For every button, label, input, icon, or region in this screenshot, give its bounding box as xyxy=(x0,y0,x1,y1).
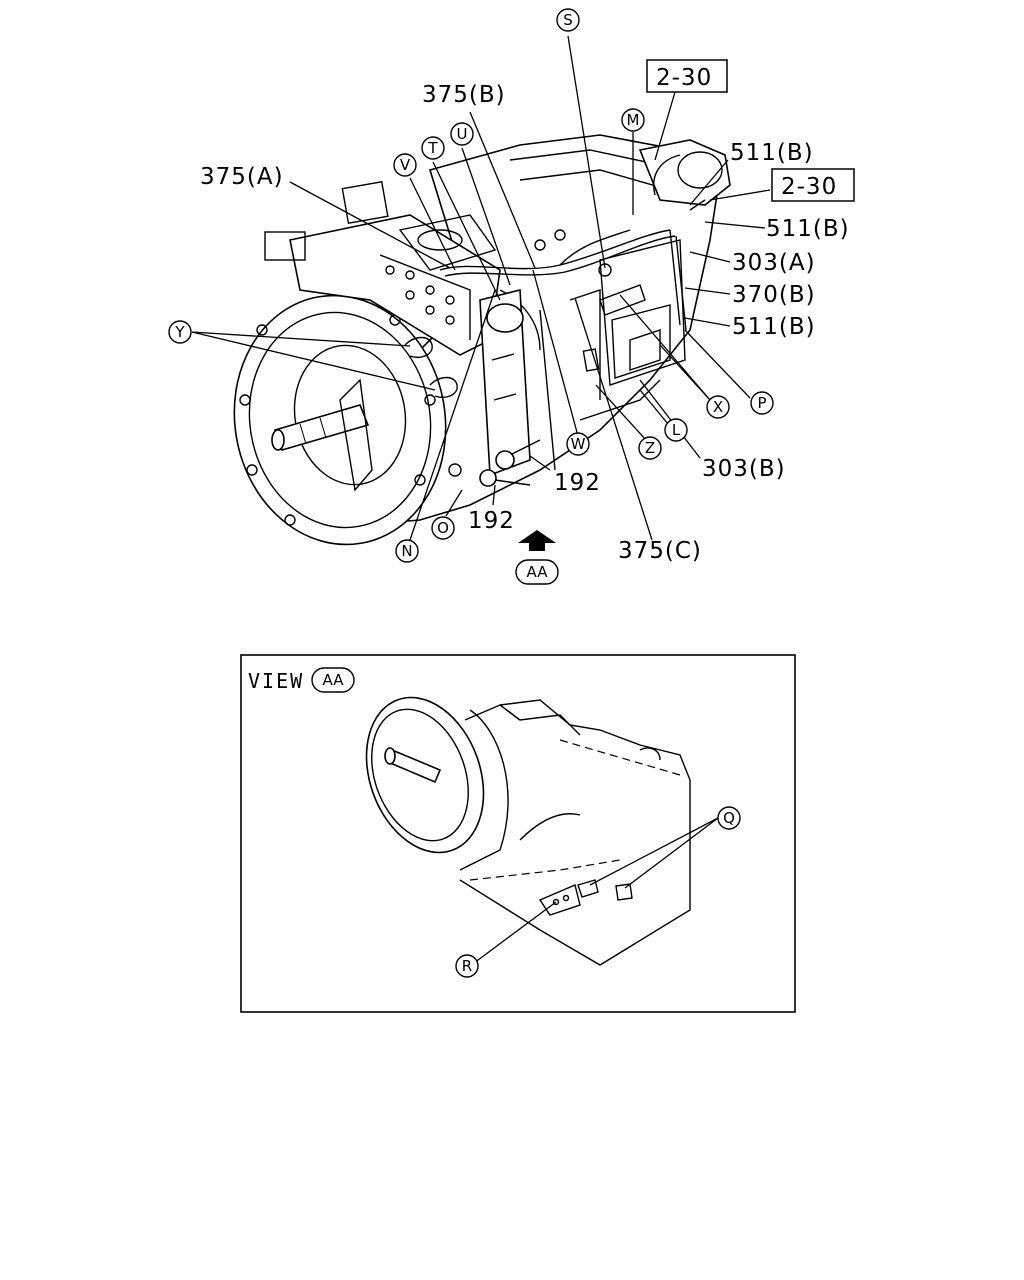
reference-text-right: 2-30 xyxy=(781,174,837,200)
view-callout: AA xyxy=(323,671,345,689)
svg-text:Q: Q xyxy=(723,809,735,827)
label-303a: 303(A) xyxy=(732,250,816,276)
svg-text:X: X xyxy=(713,398,723,416)
callout-l: L xyxy=(664,418,688,442)
callout-q: Q xyxy=(717,806,741,830)
callout-z: Z xyxy=(638,436,662,460)
label-511b-bottom: 511(B) xyxy=(732,314,816,340)
callout-m: M xyxy=(621,108,645,132)
svg-text:R: R xyxy=(462,957,472,975)
label-375b: 375(B) xyxy=(422,82,506,108)
callout-n: N xyxy=(395,539,419,563)
callout-aa: AA xyxy=(515,559,559,585)
svg-text:O: O xyxy=(437,519,449,537)
view-aa-panel: VIEW AA Q R xyxy=(240,654,796,1013)
label-370b: 370(B) xyxy=(732,282,816,308)
svg-text:N: N xyxy=(401,542,412,560)
label-511b-mid: 511(B) xyxy=(766,216,850,242)
view-title: VIEW xyxy=(248,669,304,693)
label-375a: 375(A) xyxy=(200,164,284,190)
callout-v: V xyxy=(393,153,417,177)
svg-text:AA: AA xyxy=(527,563,549,581)
reference-box-right[interactable]: 2-30 xyxy=(771,168,855,202)
label-303b: 303(B) xyxy=(702,456,786,482)
callout-p: P xyxy=(750,391,774,415)
callout-x: X xyxy=(706,395,730,419)
svg-text:U: U xyxy=(457,125,468,143)
svg-text:L: L xyxy=(672,421,681,439)
callout-r: R xyxy=(455,954,479,978)
transmission-drawing xyxy=(233,134,731,546)
label-192-left: 192 xyxy=(468,508,515,534)
svg-text:M: M xyxy=(627,111,640,129)
callout-u: U xyxy=(450,122,474,146)
callout-t: T xyxy=(421,136,445,160)
part-labels: 375(A) 375(B) 375(C) 511(B) 511(B) 511(B… xyxy=(200,82,850,564)
label-192-right: 192 xyxy=(554,470,601,496)
label-375c: 375(C) xyxy=(618,538,702,564)
svg-text:Y: Y xyxy=(174,323,185,341)
view-arrow xyxy=(518,530,556,551)
label-511b-top: 511(B) xyxy=(730,140,814,166)
svg-text:W: W xyxy=(571,435,586,453)
svg-text:Z: Z xyxy=(645,439,655,457)
callout-w: W xyxy=(566,432,590,456)
callout-y: Y xyxy=(168,320,192,344)
reference-text-top: 2-30 xyxy=(656,65,712,91)
svg-text:S: S xyxy=(563,11,573,29)
svg-text:P: P xyxy=(757,394,766,412)
callout-s: S xyxy=(556,8,580,32)
reference-box-top[interactable]: 2-30 xyxy=(646,59,728,93)
svg-text:V: V xyxy=(400,156,411,174)
svg-text:T: T xyxy=(427,139,438,157)
leader-lines xyxy=(191,35,771,541)
callout-o: O xyxy=(431,516,455,540)
callouts: S M T U V Y P X L Z W O N xyxy=(168,8,774,563)
